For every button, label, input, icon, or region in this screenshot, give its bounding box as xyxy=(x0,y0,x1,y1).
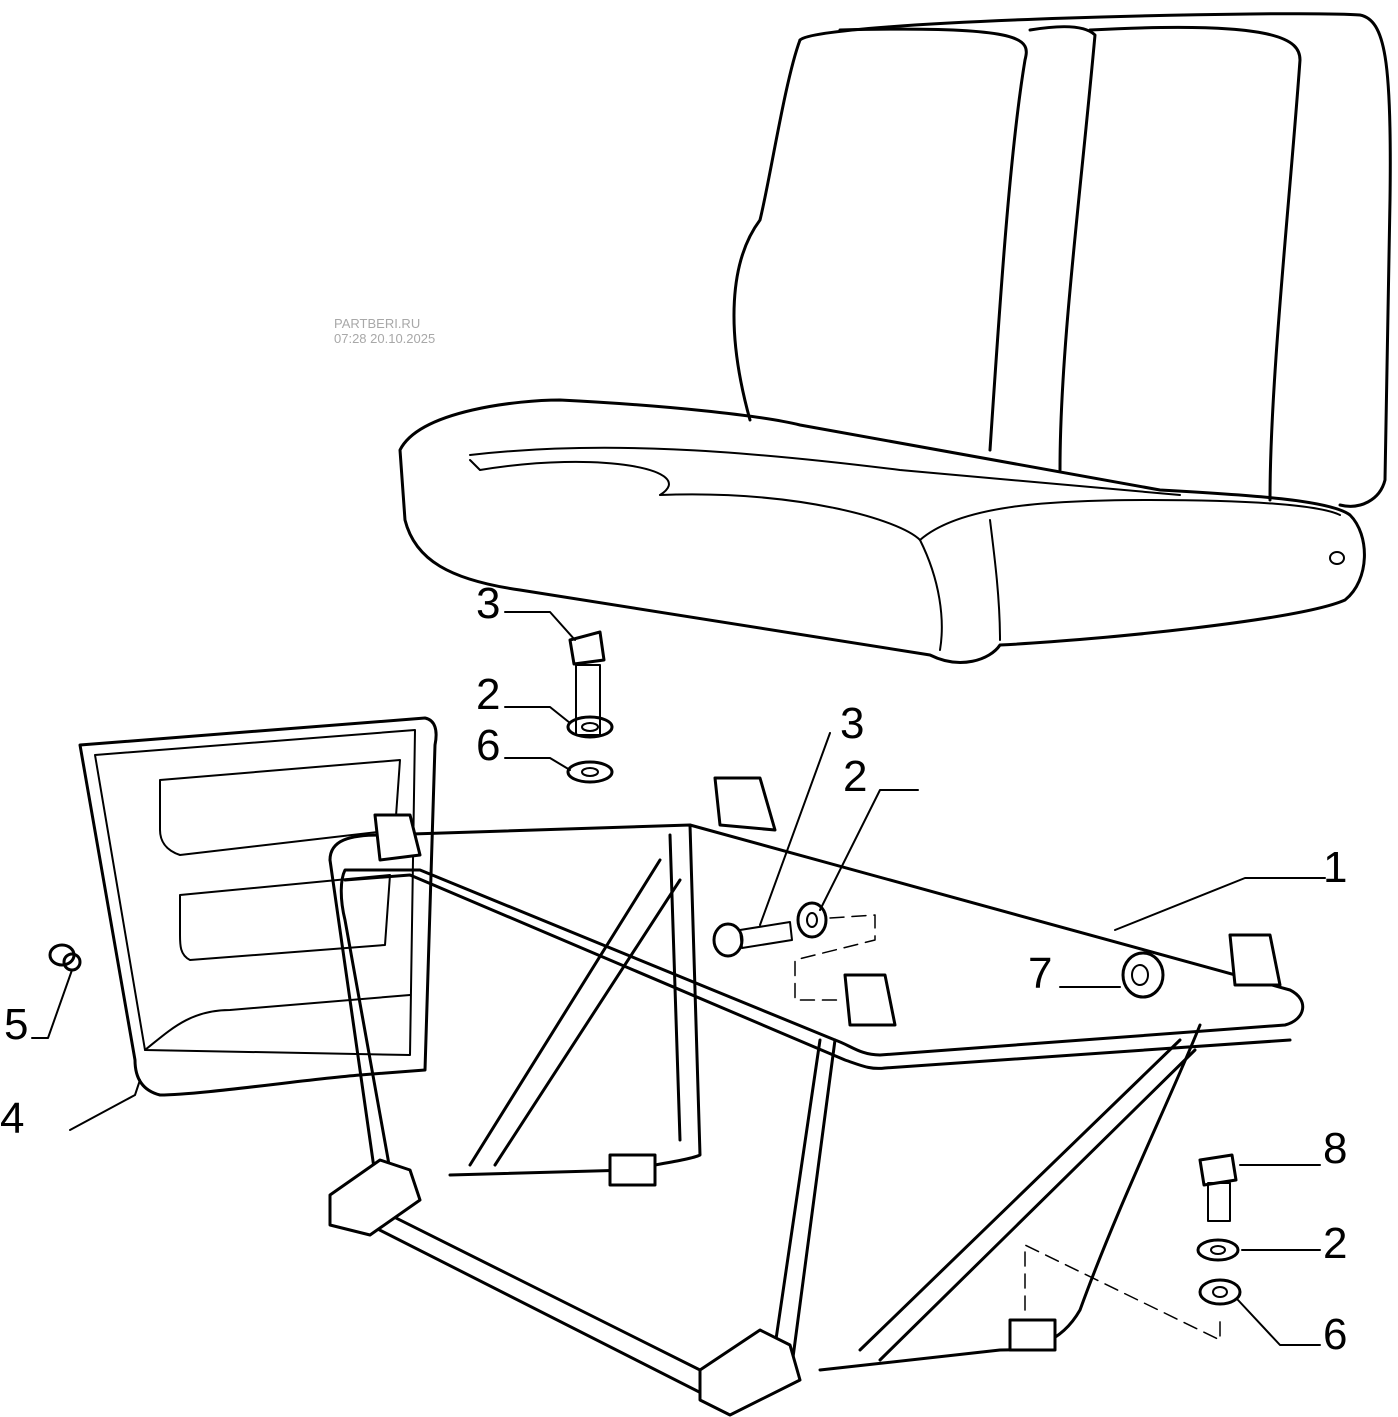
fasteners-top xyxy=(504,611,614,784)
side-panel xyxy=(69,716,438,1131)
fasteners-mid xyxy=(712,732,1165,1001)
callout-bolt-bottom: 8 xyxy=(1323,1124,1348,1173)
seat xyxy=(398,12,1392,664)
callout-frame: 1 xyxy=(1323,843,1348,892)
callout-bolt-mid: 3 xyxy=(840,699,865,748)
plug xyxy=(31,943,82,1039)
callout-washer-mid: 2 xyxy=(843,752,868,801)
watermark: PARTBERI.RU 07:28 20.10.2025 xyxy=(334,316,435,346)
callout-washer2-top: 6 xyxy=(476,721,501,770)
callout-panel: 4 xyxy=(0,1094,25,1143)
watermark-timestamp: 07:28 20.10.2025 xyxy=(334,331,436,346)
seat-frame xyxy=(328,776,1326,1417)
callout-plug: 5 xyxy=(4,1000,29,1049)
watermark-site: PARTBERI.RU xyxy=(334,316,421,331)
callout-bolt-top: 3 xyxy=(476,579,501,628)
callout-washer-bottom: 2 xyxy=(1323,1219,1348,1268)
fasteners-bottom xyxy=(1024,1153,1321,1346)
callout-washer-top: 2 xyxy=(476,670,501,719)
callout-washer2-bottom: 6 xyxy=(1323,1310,1348,1359)
callout-bushing: 7 xyxy=(1028,949,1053,998)
